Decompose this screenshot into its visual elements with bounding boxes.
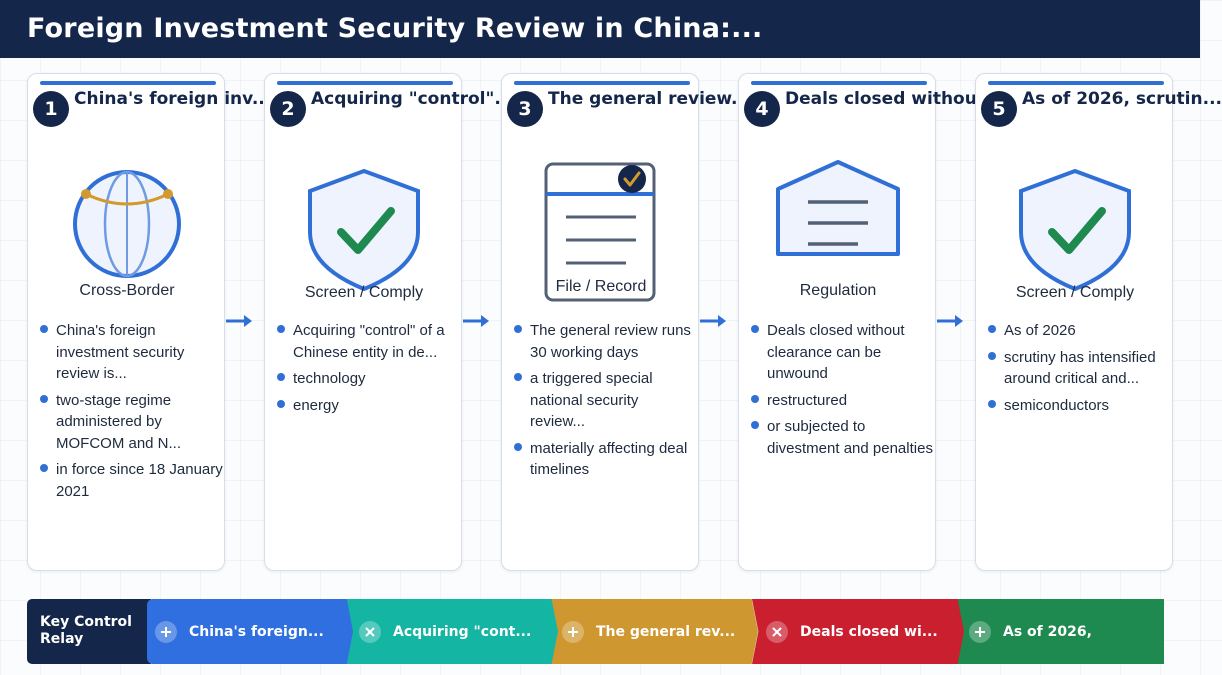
step-number-badge: 1 (33, 91, 69, 127)
card-accent-bar (40, 81, 216, 85)
bullet-item: in force since 18 January 2021 (38, 459, 223, 502)
step-card-1: 1 China's foreign inv... Cross-Border Ch… (27, 73, 272, 571)
bullet-item: semiconductors (986, 395, 1171, 417)
shield-check-icon (308, 168, 420, 292)
relay-segment-4[interactable]: Deals closed wi... (752, 599, 964, 664)
bullet-list: As of 2026 scrutiny has intensified arou… (986, 320, 1171, 421)
card-title: China's foreign inv... (74, 89, 272, 109)
relay-segment-1[interactable]: China's foreign... (147, 599, 353, 664)
bullet-item: restructured (749, 390, 934, 412)
bullet-item: or subjected to divestment and penalties (749, 416, 934, 459)
bullet-item: The general review runs 30 working days (512, 320, 697, 363)
card-title: Deals closed withou... (785, 89, 997, 109)
relay-label: Key Control Relay (27, 599, 151, 664)
bullet-item: Deals closed without clearance can be un… (749, 320, 934, 385)
building-icon (776, 160, 900, 256)
bullet-item: As of 2026 (986, 320, 1171, 342)
globe-icon (73, 170, 181, 278)
card-title: Acquiring "control"... (311, 89, 514, 109)
bullet-item: two-stage regime administered by MOFCOM … (38, 390, 223, 455)
illustration-label: Screen / Comply (1015, 284, 1135, 301)
bullet-item: a triggered special national security re… (512, 368, 697, 433)
card-accent-bar (988, 81, 1164, 85)
bullet-item: China's foreign investment security revi… (38, 320, 223, 385)
relay-segment-text: Acquiring "cont... (393, 623, 532, 640)
page-title: Foreign Investment Security Review in Ch… (27, 13, 763, 44)
bullet-item: technology (275, 368, 460, 390)
arrow-right-icon (700, 315, 726, 327)
relay-segment-2[interactable]: Acquiring "cont... (343, 599, 558, 664)
relay-segment-5[interactable]: As of 2026, (957, 599, 1164, 664)
step-card-5: 5 As of 2026, scrutin... Screen / Comply… (975, 73, 1222, 571)
relay-segment-text: Deals closed wi... (800, 623, 938, 640)
plus-icon (155, 620, 177, 643)
header-bar: Foreign Investment Security Review in Ch… (0, 0, 1200, 58)
plus-icon (969, 620, 991, 643)
close-icon (766, 620, 788, 643)
illustration-label: Regulation (799, 282, 877, 299)
step-number-badge: 3 (507, 91, 543, 127)
step-number-badge: 4 (744, 91, 780, 127)
bullet-list: The general review runs 30 working days … (512, 320, 697, 486)
bullet-item: Acquiring "control" of a Chinese entity … (275, 320, 460, 363)
close-icon (359, 620, 381, 643)
card-accent-bar (751, 81, 927, 85)
card-accent-bar (277, 81, 453, 85)
step-card-3: 3 The general review... File / Record Th… (501, 73, 751, 571)
shield-check-icon (1019, 168, 1131, 292)
bullet-item: energy (275, 395, 460, 417)
card-title: As of 2026, scrutin... (1022, 89, 1222, 109)
arrow-right-icon (463, 315, 489, 327)
relay-segment-text: China's foreign... (189, 623, 324, 640)
step-card-2: 2 Acquiring "control"... Screen / Comply… (264, 73, 514, 571)
relay-segment-text: As of 2026, (1003, 623, 1092, 640)
document-check-icon (544, 162, 656, 302)
plus-icon (562, 620, 584, 643)
arrow-right-icon (937, 315, 963, 327)
relay-segment-text: The general rev... (596, 623, 736, 640)
bullet-list: Deals closed without clearance can be un… (749, 320, 934, 464)
card-accent-bar (514, 81, 690, 85)
relay-segment-3[interactable]: The general rev... (548, 599, 758, 664)
step-card-4: 4 Deals closed withou... Regulation Deal… (738, 73, 997, 571)
step-number-badge: 2 (270, 91, 306, 127)
illustration-label: Screen / Comply (304, 284, 424, 301)
card-title: The general review... (548, 89, 751, 109)
bullet-list: Acquiring "control" of a Chinese entity … (275, 320, 460, 421)
bullet-list: China's foreign investment security revi… (38, 320, 223, 507)
bullet-item: materially affecting deal timelines (512, 438, 697, 481)
bullet-item: scrutiny has intensified around critical… (986, 347, 1171, 390)
illustration-label: File / Record (555, 278, 647, 295)
illustration-label: Cross-Border (79, 282, 175, 299)
step-number-badge: 5 (981, 91, 1017, 127)
arrow-right-icon (226, 315, 252, 327)
